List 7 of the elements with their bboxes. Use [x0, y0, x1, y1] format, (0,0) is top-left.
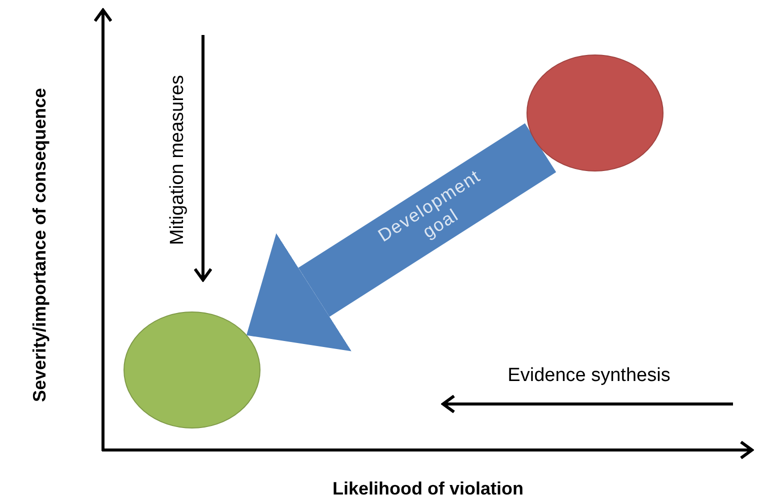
arrow-label: Evidence synthesis — [508, 365, 670, 387]
circle-node — [123, 311, 261, 429]
circle-node — [526, 54, 664, 172]
arrow-label: Mitigation measures — [167, 74, 189, 246]
axis-label: Likelihood of violation — [332, 478, 524, 500]
axis-label: Severity/importance of consequence — [30, 88, 50, 402]
block-arrow — [246, 123, 556, 352]
